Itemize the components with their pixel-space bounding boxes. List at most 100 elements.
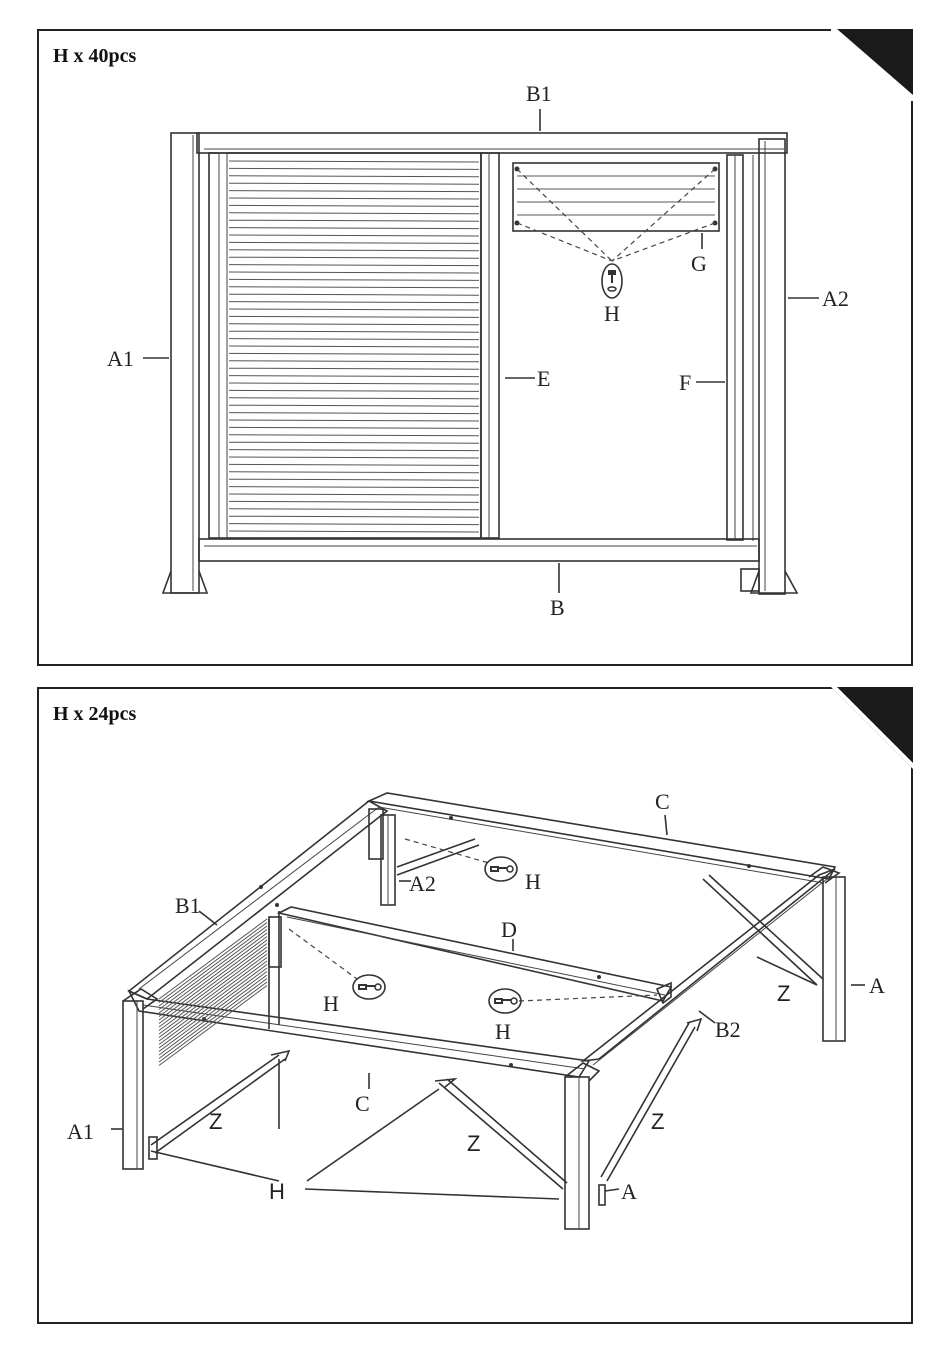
louver-slat xyxy=(229,183,479,184)
bolt-h-icon xyxy=(489,989,521,1013)
louver-slat xyxy=(229,176,479,177)
louver-slat xyxy=(229,487,479,488)
louver-slat xyxy=(229,191,479,192)
louver-slat xyxy=(229,509,479,510)
louver-slat xyxy=(229,353,479,354)
bottom-beam-b xyxy=(199,539,759,561)
louver-slat xyxy=(229,479,479,480)
louver-slat xyxy=(229,235,479,236)
top-beam-b1 xyxy=(197,133,787,153)
louver-g xyxy=(513,163,719,261)
bolt-h-icon xyxy=(485,857,517,881)
louver-slat xyxy=(229,228,479,229)
label-h-1: H xyxy=(525,869,541,894)
louver-slat xyxy=(229,279,479,280)
label-a1: A1 xyxy=(67,1119,94,1144)
post-a2 xyxy=(741,139,797,594)
louver-slat xyxy=(229,376,479,377)
louver-slat xyxy=(229,435,479,436)
label-h: H xyxy=(604,301,620,326)
left-wall-louvers xyxy=(159,911,279,1066)
louver-slat xyxy=(229,405,479,406)
label-a2: A2 xyxy=(409,871,436,896)
louver-slat xyxy=(229,331,479,332)
louver-slat xyxy=(229,287,479,288)
label-a-bottom: A xyxy=(621,1179,637,1204)
post-e xyxy=(481,153,499,538)
post-a-right xyxy=(809,867,845,1041)
louver-slat xyxy=(229,316,479,317)
post-a1 xyxy=(163,133,207,593)
back-beam-c xyxy=(369,793,835,883)
label-e: E xyxy=(537,366,550,391)
louver-slat xyxy=(229,294,479,295)
louver-slat xyxy=(229,524,479,525)
louver-slat xyxy=(229,457,479,458)
louver-slat xyxy=(229,383,479,384)
louver-section xyxy=(209,153,481,538)
label-f: F xyxy=(679,370,691,395)
label-h-2: H xyxy=(323,991,339,1016)
wall-panel-diagram: B1 A1 A2 E F G H B xyxy=(39,31,911,664)
post-f xyxy=(727,155,743,540)
label-h-3: H xyxy=(495,1019,511,1044)
frame-assembly-diagram: C B1 A2 H D H H A Z B2 A1 Z C Z Z H A xyxy=(39,689,911,1322)
post-a-front xyxy=(565,1063,599,1229)
louver-slat xyxy=(229,324,479,325)
bolt-h-icon xyxy=(602,264,622,298)
louver-slat xyxy=(229,309,479,310)
label-z-2: Z xyxy=(209,1109,222,1134)
louver-slat xyxy=(229,220,479,221)
label-a1: A1 xyxy=(107,346,134,371)
louver-slat xyxy=(229,250,479,251)
louver-slat xyxy=(229,257,479,258)
label-b1: B1 xyxy=(526,81,552,106)
label-h-bottom: H xyxy=(269,1179,285,1204)
label-c-top: C xyxy=(655,789,670,814)
label-c-front: C xyxy=(355,1091,370,1116)
label-z-4: Z xyxy=(651,1109,664,1134)
label-a2: A2 xyxy=(822,286,849,311)
louver-slat xyxy=(229,464,479,465)
bolt-h-icon xyxy=(353,975,385,999)
louver-slat xyxy=(229,213,479,214)
louver-slat xyxy=(229,265,479,266)
louver-slat xyxy=(229,168,479,169)
louver-slat xyxy=(229,339,479,340)
louver-slat xyxy=(229,242,479,243)
louver-slat xyxy=(229,302,479,303)
louver-slat xyxy=(229,272,479,273)
post-a1 xyxy=(123,989,157,1169)
beam-d xyxy=(269,907,671,1003)
label-d: D xyxy=(501,917,517,942)
louver-slat xyxy=(229,161,479,162)
louver-slat xyxy=(229,205,479,206)
louver-slat xyxy=(229,413,479,414)
panel-step-1: H x 40pcs xyxy=(37,29,913,666)
louver-slat xyxy=(229,346,479,347)
label-g: G xyxy=(691,251,707,276)
label-a-right: A xyxy=(869,973,885,998)
louver-slat xyxy=(229,531,479,532)
louver-slat xyxy=(229,398,479,399)
brace-z-back-left xyxy=(397,839,489,875)
louver-slat xyxy=(229,472,479,473)
louver-slat xyxy=(229,368,479,369)
label-z-3: Z xyxy=(467,1131,480,1156)
label-b1: B1 xyxy=(175,893,201,918)
louver-slat xyxy=(229,450,479,451)
louver-slat xyxy=(229,494,479,495)
louver-slat xyxy=(229,420,479,421)
label-b: B xyxy=(550,595,565,620)
brace-z-front-right xyxy=(435,1079,567,1189)
panel-step-2: H x 24pcs xyxy=(37,687,913,1324)
brace-z-front-left xyxy=(149,1051,289,1159)
louver-slat xyxy=(229,442,479,443)
label-z-1: Z xyxy=(777,981,790,1006)
label-b2: B2 xyxy=(715,1017,741,1042)
louver-slat xyxy=(229,516,479,517)
side-beam-b1 xyxy=(129,801,387,999)
louver-slat xyxy=(229,501,479,502)
louver-slat xyxy=(229,427,479,428)
louver-slat xyxy=(229,390,479,391)
